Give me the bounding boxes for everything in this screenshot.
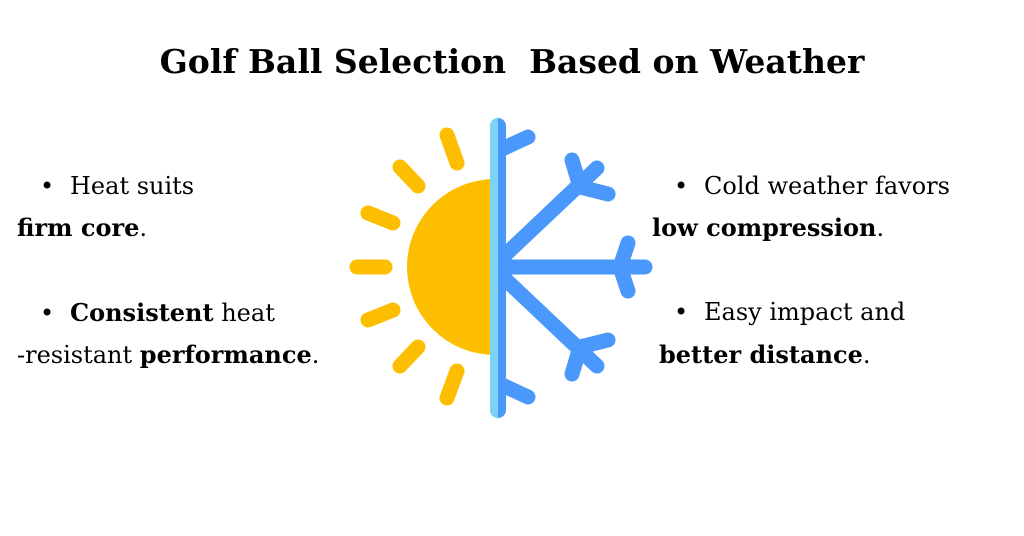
right-bullet-2: • Easy impact and (674, 298, 905, 326)
text-bold: better distance (659, 340, 863, 369)
text: Cold weather favors (704, 172, 950, 200)
bullet-dot: • (40, 299, 55, 327)
right-bullet-1: • Cold weather favors (674, 172, 950, 200)
text: . (311, 341, 320, 369)
right-bullet-1-cont: low compression. (652, 213, 884, 242)
text: -resistant (17, 341, 140, 369)
bullet-dot: • (40, 172, 55, 200)
text-bold: Consistent (70, 298, 214, 327)
text: Heat suits (70, 172, 195, 200)
bullet-dot: • (674, 172, 689, 200)
title: Golf Ball Selection Based on Weather (159, 42, 865, 81)
text: . (862, 341, 871, 369)
bullet-dot: • (674, 298, 689, 326)
text: . (876, 214, 885, 242)
text-bold: performance (139, 340, 312, 369)
snowflake-icon (492, 129, 653, 405)
sun-icon (349, 127, 495, 406)
left-bullet-1-cont: firm core. (17, 213, 147, 242)
right-bullet-2-cont: better distance. (659, 340, 871, 369)
left-bullet-1: • Heat suits (40, 172, 194, 200)
left-bullet-2-cont: -resistant performance. (17, 340, 319, 369)
left-bullet-2: • Consistent heat (40, 298, 275, 327)
text-bold: firm core (17, 213, 140, 242)
text: Easy impact and (704, 298, 906, 326)
text: heat (213, 299, 275, 327)
text-bold: low compression (652, 213, 877, 242)
divider-bar (490, 118, 506, 418)
text: . (139, 214, 148, 242)
